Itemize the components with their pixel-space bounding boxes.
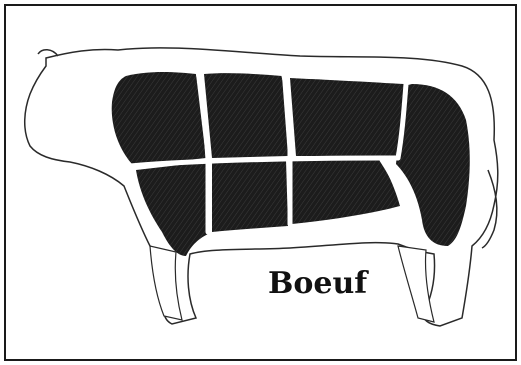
cut-brisket bbox=[212, 160, 288, 232]
ear bbox=[38, 50, 58, 56]
cut-rib bbox=[290, 78, 404, 156]
cut-neck bbox=[112, 72, 206, 166]
cut-chuck bbox=[204, 73, 288, 158]
hind-leg-right bbox=[398, 246, 434, 322]
diagram-caption: Boeuf bbox=[268, 266, 367, 301]
